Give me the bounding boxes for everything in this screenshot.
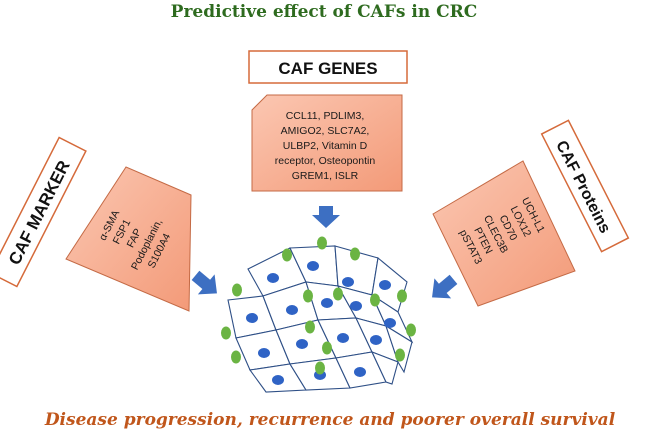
- genes-line-2: AMIGO2, SLC7A2,: [281, 125, 370, 137]
- marker-header: CAF MARKER: [5, 157, 74, 267]
- genes-box: [251, 94, 403, 192]
- marker-header-box: [0, 136, 87, 288]
- marker-arrow: [191, 270, 217, 295]
- genes-line-4: receptor, Osteopontin: [275, 155, 376, 167]
- proteins-box: [432, 160, 576, 307]
- genes-header-box: [248, 50, 408, 84]
- genes-line-3: ULBP2, Vitamin D: [283, 140, 368, 152]
- genes-line-5: GREM1, ISLR: [292, 170, 359, 182]
- diagram-footer: Disease progression, recurrence and poor…: [44, 410, 616, 430]
- genes-arrow: [312, 206, 340, 228]
- tumor-cell-cluster: [221, 236, 416, 393]
- proteins-arrow: [432, 274, 458, 299]
- green-dots: [221, 236, 416, 375]
- marker-header-group: CAF MARKER: [0, 136, 87, 288]
- genes-header: CAF GENES: [278, 59, 377, 78]
- genes-line-1: CCL11, PDLIM3,: [286, 110, 365, 122]
- cell-nuclei: [246, 261, 396, 385]
- marker-box: [65, 166, 192, 312]
- proteins-header-box: [540, 119, 630, 253]
- diagram-title: Predictive effect of CAFs in CRC: [171, 2, 478, 22]
